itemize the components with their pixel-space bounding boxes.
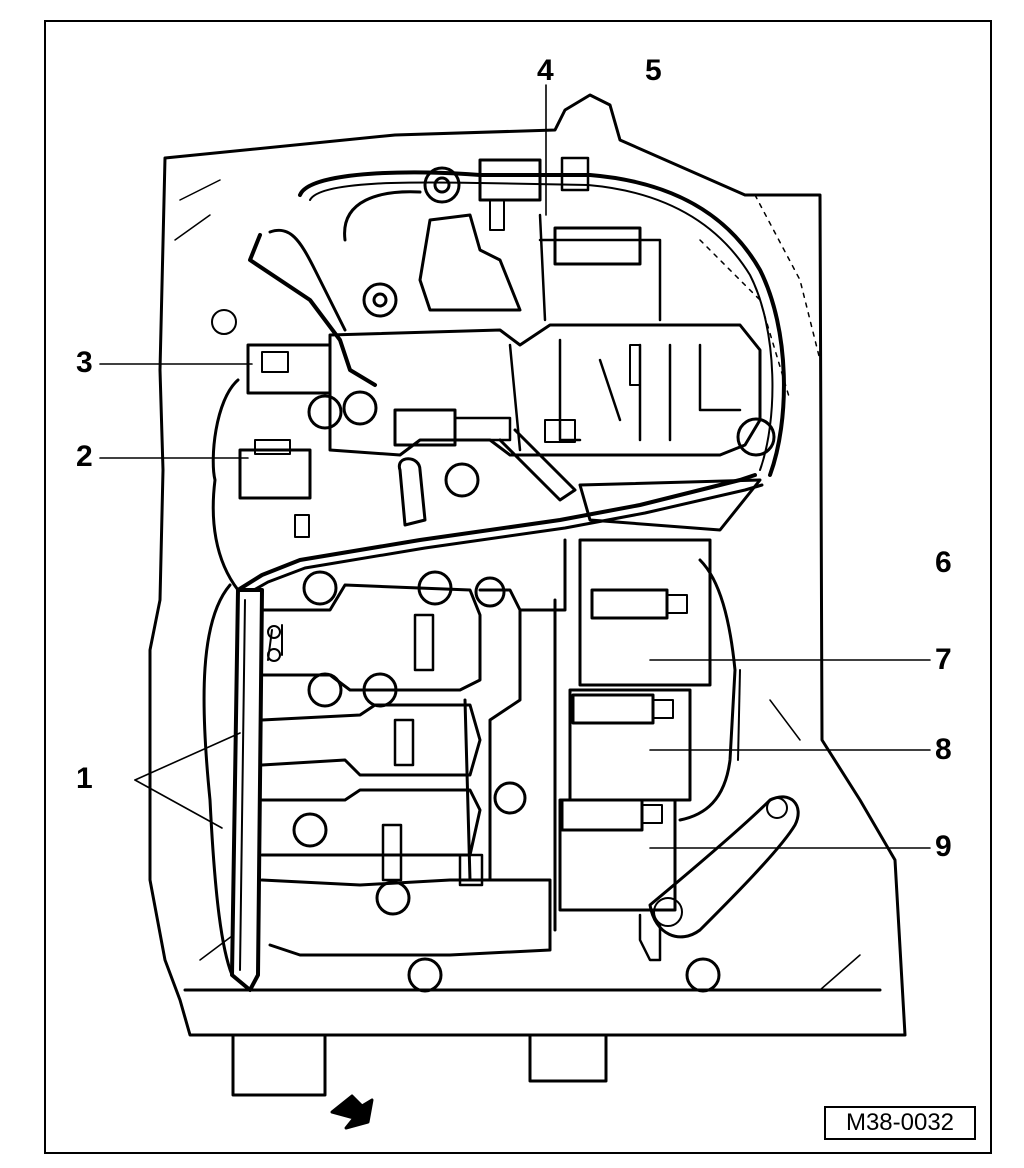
direction-arrow-icon <box>330 1094 374 1130</box>
callout-3: 3 <box>76 346 93 379</box>
callout-7: 7 <box>935 643 952 676</box>
reference-code-label: M38-0032 <box>824 1106 976 1140</box>
housing-outline <box>148 93 907 1037</box>
leader-1b <box>134 779 223 829</box>
figure-frame <box>44 20 992 1154</box>
leader-1a <box>134 732 241 781</box>
wiring-harness <box>236 473 757 592</box>
callout-9: 9 <box>935 830 952 863</box>
solenoid-7 <box>578 538 712 687</box>
callout-1: 1 <box>76 762 93 795</box>
callout-2: 2 <box>76 440 93 473</box>
housing-tab-left <box>231 1033 327 1097</box>
callout-8: 8 <box>935 733 952 766</box>
housing-tab-right <box>528 1033 608 1083</box>
solenoid-2 <box>238 448 312 500</box>
callout-5: 5 <box>645 54 662 87</box>
callout-4: 4 <box>537 54 554 87</box>
callout-6: 6 <box>935 546 952 579</box>
